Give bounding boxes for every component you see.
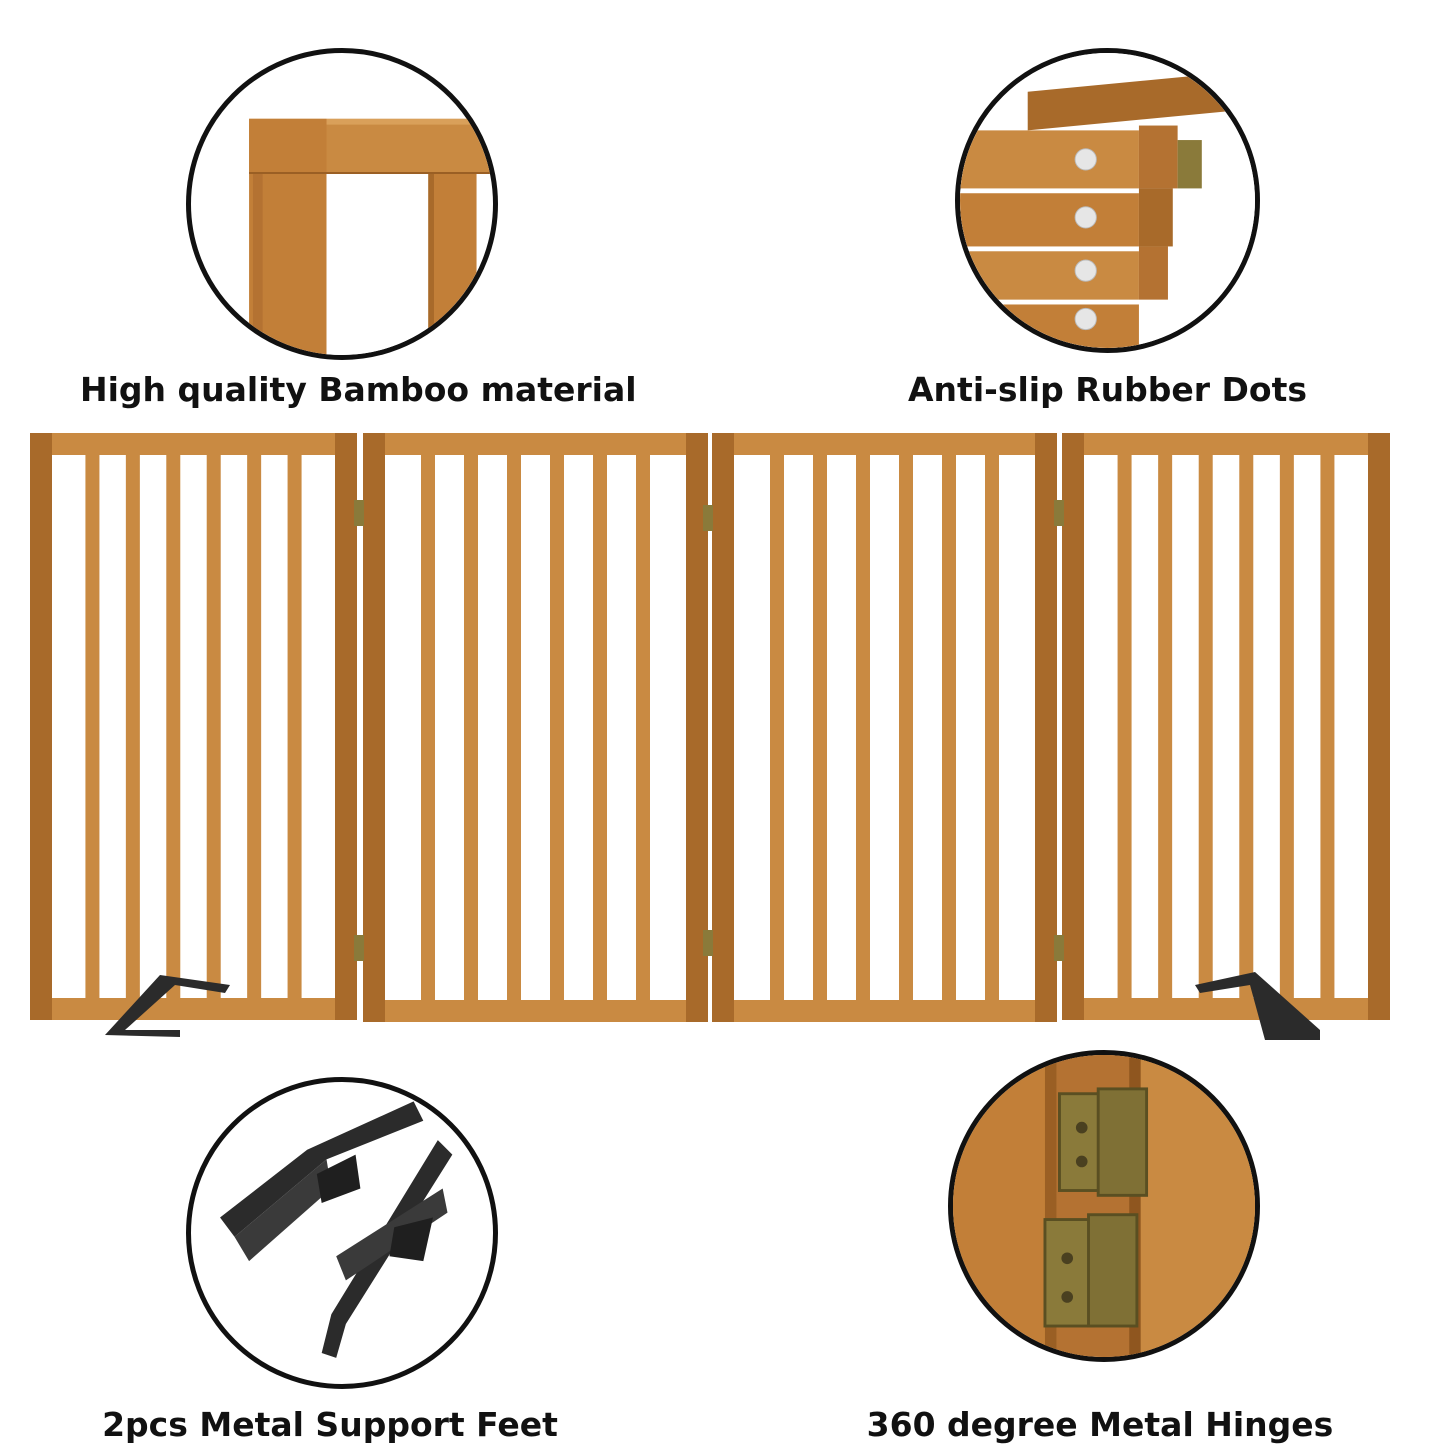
- gate-slat: [770, 455, 784, 1000]
- gate-slat: [1198, 455, 1213, 998]
- gate-slat: [899, 455, 913, 1000]
- gate-panel-bottom-rail: [712, 1000, 1057, 1022]
- gate-panel-top-rail: [30, 433, 357, 455]
- support-feet-caption: 2pcs Metal Support Feet: [102, 1405, 558, 1444]
- gate-panel-bottom-rail: [30, 998, 357, 1020]
- gate-panel-right-stile: [335, 433, 357, 1020]
- gate-hinge: [1054, 935, 1064, 961]
- gate-panel-right-stile: [1368, 433, 1390, 1020]
- support-feet-circle: [186, 1077, 498, 1389]
- gate-slat: [550, 455, 564, 1000]
- gate-slat: [421, 455, 435, 1000]
- gate-panel-top-rail: [363, 433, 708, 455]
- bamboo-material-circle: [186, 48, 498, 360]
- gate-slat: [636, 455, 650, 1000]
- gate-slat: [1239, 455, 1254, 998]
- gate-slat: [1320, 455, 1335, 998]
- gate-hinge: [354, 935, 364, 961]
- gate-panel-left-stile: [712, 433, 734, 1022]
- gate-panel-top-rail: [1062, 433, 1390, 455]
- gate-hinge: [703, 505, 713, 531]
- bamboo-frame-icon: [249, 118, 492, 355]
- hinges-circle: [948, 1050, 1260, 1362]
- gate-panel-left-stile: [363, 433, 385, 1022]
- gate-slat: [125, 455, 140, 998]
- gate-slat: [247, 455, 262, 998]
- support-feet-icon: [220, 1101, 453, 1358]
- rubber-dots-circle: [955, 48, 1260, 353]
- gate-hinge: [1054, 500, 1064, 526]
- gate-slat: [593, 455, 607, 1000]
- gate-slat: [287, 455, 302, 998]
- gate-support-foot: [105, 975, 230, 1037]
- bamboo-material-caption: High quality Bamboo material: [80, 370, 637, 409]
- gate-slat: [1279, 455, 1294, 998]
- gate-hinge: [703, 930, 713, 956]
- gate-slat: [464, 455, 478, 1000]
- gate-slat: [985, 455, 999, 1000]
- rubber-dots-caption: Anti-slip Rubber Dots: [908, 370, 1307, 409]
- gate-slat: [813, 455, 827, 1000]
- gate-panel-top-rail: [712, 433, 1057, 455]
- gate-panel-left-stile: [1062, 433, 1084, 1020]
- gate-slat: [85, 455, 100, 998]
- gate-panel-right-stile: [1035, 433, 1057, 1022]
- gate-slat: [1158, 455, 1173, 998]
- gate-panel-right-stile: [686, 433, 708, 1022]
- hinges-caption: 360 degree Metal Hinges: [866, 1405, 1334, 1444]
- gate-panel-left-stile: [30, 433, 52, 1020]
- gate-panel-bottom-rail: [363, 1000, 708, 1022]
- hinge-icon: [953, 1055, 1255, 1357]
- gate-slat: [507, 455, 521, 1000]
- gate-slat: [1117, 455, 1132, 998]
- gate-slat: [206, 455, 221, 998]
- rubber-dots-icon: [960, 53, 1255, 348]
- gate-panel-bottom-rail: [1062, 998, 1390, 1020]
- gate-hinge: [354, 500, 364, 526]
- gate-slat: [166, 455, 181, 998]
- gate-slat: [942, 455, 956, 1000]
- pet-gate-illustration: [30, 433, 1390, 1040]
- gate-slat: [856, 455, 870, 1000]
- gate-support-foot: [1195, 972, 1320, 1040]
